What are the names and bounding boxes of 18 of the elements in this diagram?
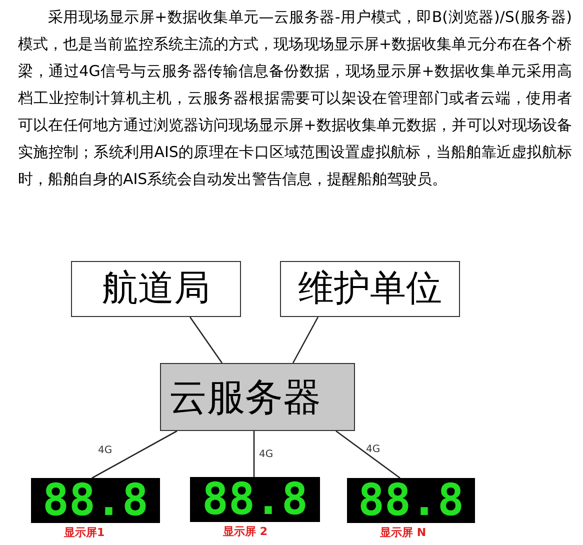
edge-label: 4G xyxy=(366,445,380,455)
digital-display: 88.8 xyxy=(347,478,475,523)
connector-line xyxy=(92,430,178,479)
display-caption: 显示屏1 xyxy=(64,527,105,538)
connector-line xyxy=(189,316,223,364)
label-box: 维护单位 xyxy=(280,261,460,317)
edge-label: 4G xyxy=(98,446,112,456)
display-caption: 显示屏 2 xyxy=(223,526,268,537)
connector-line xyxy=(253,431,255,477)
digital-display: 88.8 xyxy=(190,477,320,522)
server-box: 云服务器 xyxy=(160,363,355,431)
digital-display: 88.8 xyxy=(31,478,160,523)
label-box: 航道局 xyxy=(71,261,241,317)
display-caption: 显示屏 N xyxy=(380,527,426,538)
connector-line xyxy=(336,430,400,479)
paragraph: 采用现场显示屏+数据收集单元—云服务器-用户模式，即B(浏览器)/S(服务器)模式，也是当前监控系统主流的方式，现场现场显示屏+数据收集单元分布在各个桥梁，通过4G信号与云服务器传输信息备份数据，现场显示屏+数据收集单元采用高档工业控制计算机主机，云服务器根据需要可以架设在管理部门或者云端，使用者可以在任何地方通过浏览器访问现场显示屏+数据收集单元数据，并可以对现场设备实施控制；系统利用AIS的原理在卡口区域范围设置虚拟航标，当船舶靠近虚拟航标时，船舶自身的AIS系统会自动发出警告信息，提醒船舶驾驶员。 xyxy=(18,7,572,190)
connector-line xyxy=(292,316,319,364)
edge-label: 4G xyxy=(259,450,274,460)
